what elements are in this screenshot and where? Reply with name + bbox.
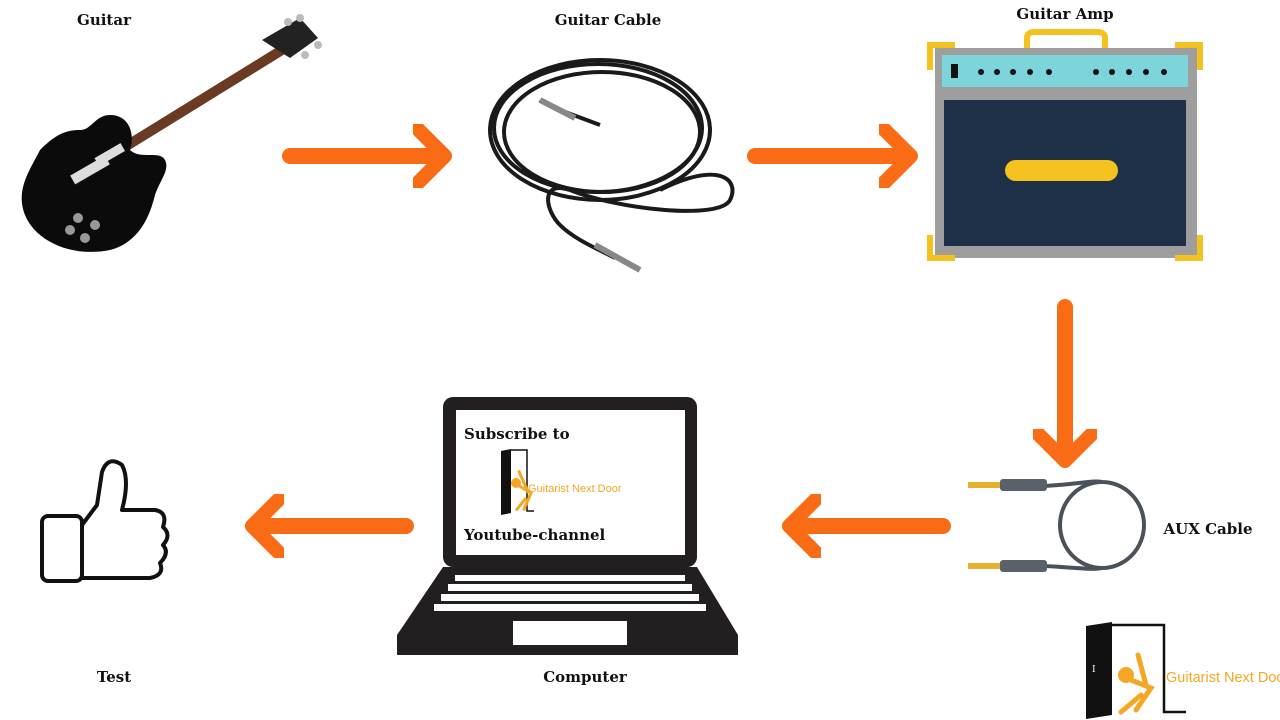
guitar-amp-label: Guitar Amp (1016, 5, 1114, 23)
aux-cable-label: AUX Cable (1163, 520, 1253, 538)
arrows (265, 156, 1065, 526)
aux-cable-icon (968, 479, 1146, 572)
test-label: Test (96, 668, 132, 686)
screen-subscribe-text: Subscribe to (464, 425, 570, 443)
guitar-label: Guitar (77, 11, 131, 29)
computer-label: Computer (543, 668, 627, 686)
svg-text:I: I (1092, 665, 1096, 675)
guitar-amp-icon (927, 29, 1203, 261)
screen-logo-text: Guitarist Next Door (528, 483, 622, 495)
brand-logo-text: Guitarist Next Door (1166, 670, 1280, 686)
laptop-icon (397, 397, 738, 655)
thumbs-up-icon (40, 459, 170, 583)
guitarist-next-door-logo: I Guitarist Next Door (1086, 622, 1280, 719)
screen-youtube-text: Youtube-channel (464, 526, 606, 544)
guitar-cable-label: Guitar Cable (554, 11, 662, 29)
electric-guitar-icon (21, 14, 322, 252)
guitar-cable-icon (488, 58, 735, 273)
screen-logo: Guitarist Next Door (501, 449, 622, 515)
